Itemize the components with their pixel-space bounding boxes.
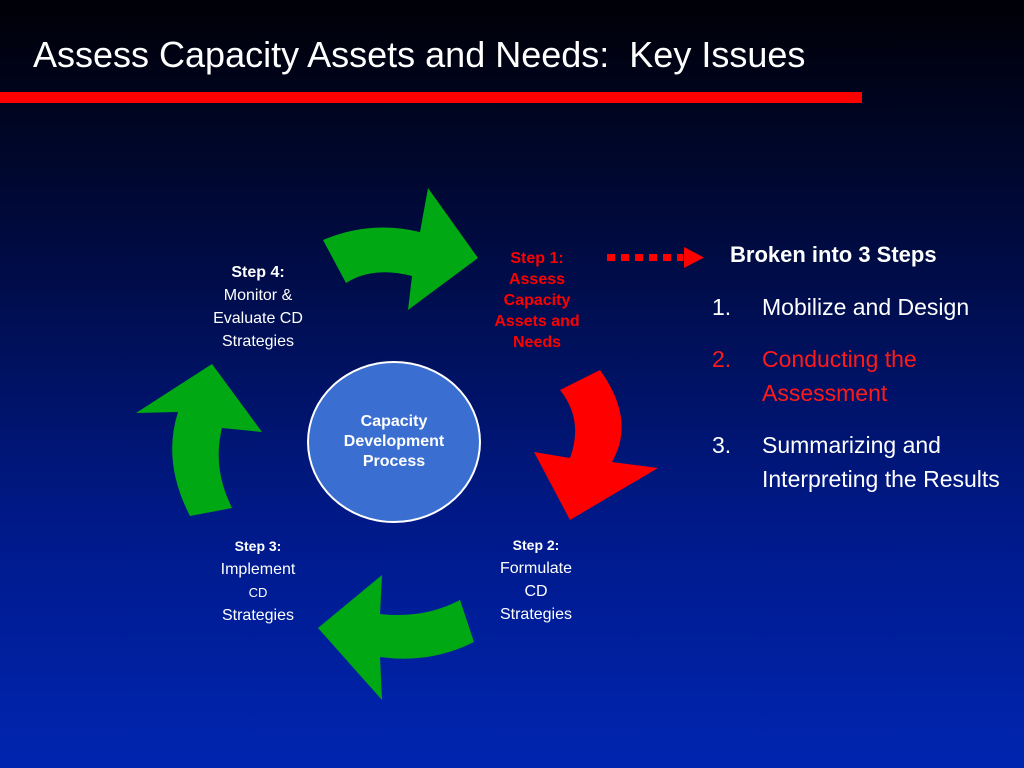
breakdown-item-3-number: 3. (712, 432, 732, 458)
step-1-line-4: Needs (512, 334, 562, 351)
cycle-arrow-top-icon (323, 188, 478, 310)
breakdown-item-2: 2. Conducting the Assessment (700, 342, 1022, 410)
step-3-label: Step 3: Implement CD Strategies (198, 535, 318, 627)
center-line-1: Capacity (360, 413, 428, 430)
step-4-line-1: Monitor & (223, 287, 293, 304)
cycle-arrow-right-icon (534, 370, 658, 520)
step-1-head: Step 1: (510, 250, 564, 267)
step-4-label: Step 4: Monitor & Evaluate CD Strategies (198, 261, 318, 353)
step-3-line-3: Strategies (221, 607, 295, 624)
step-1-line-3: Assets and (494, 313, 580, 330)
dashed-pointer-arrow-icon (607, 247, 704, 268)
step-4-head: Step 4: (231, 264, 285, 281)
center-line-3: Process (362, 453, 426, 470)
breakdown-item-1-text: Mobilize and Design (762, 294, 970, 320)
step-3-line-2: CD (248, 585, 268, 600)
breakdown-item-3-text: Summarizing and Interpreting the Results (762, 432, 1000, 492)
step-2-line-3: Strategies (499, 606, 573, 623)
slide-title: Assess Capacity Assets and Needs: Key Is… (33, 34, 806, 75)
step-4-line-2: Evaluate CD (213, 310, 303, 327)
step-3-head: Step 3: (234, 538, 282, 554)
step-4-line-3: Strategies (221, 333, 295, 350)
breakdown-item-2-text: Conducting the Assessment (762, 346, 917, 406)
step-3-line-1: Implement (220, 561, 296, 578)
center-process-label: Capacity Development Process (319, 412, 469, 472)
step-1-line-2: Capacity (503, 292, 571, 309)
breakdown-title: Broken into 3 Steps (730, 242, 937, 267)
cycle-arrow-bottom-icon (318, 575, 474, 700)
breakdown-item-1-number: 1. (712, 294, 732, 320)
cycle-arrow-left-icon (136, 364, 262, 516)
breakdown-item-3: 3. Summarizing and Interpreting the Resu… (700, 428, 1022, 496)
center-line-2: Development (343, 433, 445, 450)
step-2-label: Step 2: Formulate CD Strategies (476, 534, 596, 626)
title-divider (0, 92, 862, 103)
step-1-line-1: Assess (508, 271, 566, 288)
breakdown-item-1: 1. Mobilize and Design (700, 290, 1022, 324)
breakdown-panel: Broken into 3 Steps 1. Mobilize and Desi… (700, 238, 1024, 496)
step-2-line-1: Formulate (499, 560, 573, 577)
step-2-head: Step 2: (512, 537, 560, 553)
center-process-circle: Capacity Development Process (307, 361, 481, 523)
breakdown-item-2-number: 2. (712, 346, 732, 372)
step-2-line-2: CD (524, 583, 548, 600)
step-1-label: Step 1: Assess Capacity Assets and Needs (476, 248, 598, 353)
breakdown-list: 1. Mobilize and Design 2. Conducting the… (700, 290, 1024, 496)
